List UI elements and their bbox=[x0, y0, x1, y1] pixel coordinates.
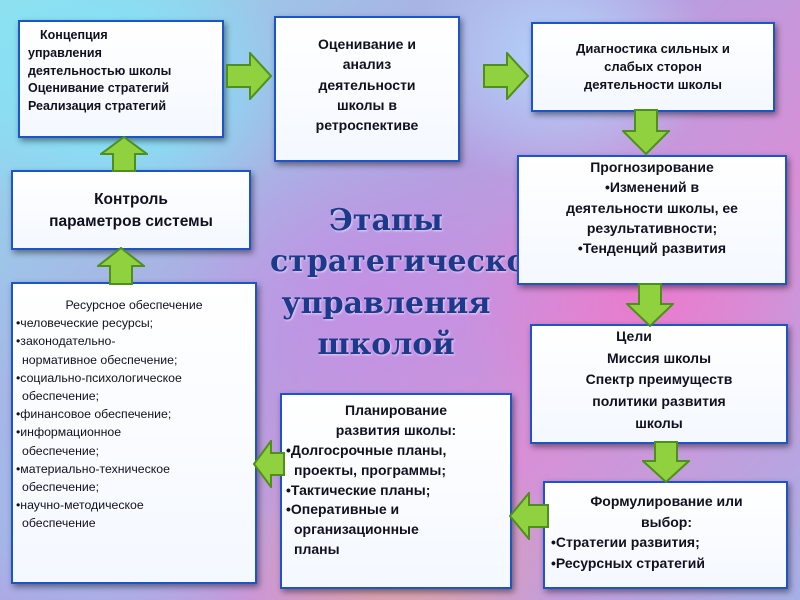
box-resources-line: •социально-психологическое bbox=[16, 370, 182, 385]
arrow-right-icon bbox=[226, 52, 272, 100]
diagram-title: Этапы стратегического управления школой bbox=[270, 203, 565, 363]
box-formulation-line: •Стратегии развития; bbox=[551, 534, 700, 551]
box-planning-line: планы bbox=[294, 541, 340, 558]
box-planning-line: •Оперативные и bbox=[286, 501, 400, 518]
box-concept-line: Реализация стратегий bbox=[28, 99, 167, 113]
arrow-down-icon bbox=[642, 441, 690, 483]
box-planning-line: организационные bbox=[294, 521, 419, 538]
box-control-line: Контроль bbox=[94, 191, 168, 208]
arrow-left-icon bbox=[509, 492, 549, 540]
arrow-left-icon bbox=[253, 440, 285, 488]
arrow-up-icon bbox=[97, 247, 145, 285]
box-diagnostics-line: Диагностика сильных и bbox=[576, 41, 730, 56]
box-concept-line: Концепция bbox=[40, 28, 108, 42]
box-planning-line: проекты, программы; bbox=[294, 461, 447, 478]
box-diagnostics-line: деятельности школы bbox=[584, 77, 722, 93]
box-goals-line: Миссия школы bbox=[606, 349, 712, 366]
box-resources-line: обеспечение; bbox=[22, 443, 99, 458]
box-resources-line: Ресурсное обеспечение bbox=[65, 298, 203, 312]
box-forecasting-line: результативности; bbox=[586, 219, 718, 236]
box-goals-line: Цели bbox=[616, 328, 652, 344]
box-assessment-line: деятельности bbox=[318, 76, 416, 93]
box-concept: Концепция управления деятельностью школы… bbox=[18, 20, 224, 138]
box-formulation: Формулирование или выбор: •Стратегии раз… bbox=[543, 481, 788, 589]
box-resources-line: нормативное обеспечение; bbox=[22, 352, 178, 367]
box-planning-line: •Тактические планы; bbox=[286, 481, 431, 498]
box-forecasting-line: •Изменений в bbox=[604, 179, 700, 196]
box-planning: Планирование развития школы: •Долгосрочн… bbox=[280, 393, 512, 589]
box-resources-line: •информационное bbox=[16, 425, 122, 440]
box-planning-line: Планирование bbox=[345, 402, 447, 418]
box-assessment-line: ретроспективе bbox=[315, 117, 419, 134]
box-goals-line: политики развития bbox=[592, 393, 726, 410]
box-resources-line: обеспечение; bbox=[22, 388, 99, 403]
arrow-down-icon bbox=[622, 109, 670, 155]
box-control-line: параметров системы bbox=[49, 213, 213, 231]
box-resources-line: •научно-методическое bbox=[16, 498, 144, 513]
box-resources: Ресурсное обеспечение •человеческие ресу… bbox=[11, 282, 257, 584]
box-forecasting-line: деятельности школы, ее bbox=[566, 199, 738, 216]
arrow-right-icon bbox=[483, 52, 529, 100]
box-assessment: Оценивание и анализ деятельности школы в… bbox=[274, 16, 460, 162]
box-control: Контроль параметров системы bbox=[11, 170, 251, 250]
box-resources-line: •материально-техническое bbox=[16, 461, 170, 476]
box-goals-line: Спектр преимуществ bbox=[585, 371, 733, 388]
arrow-down-icon bbox=[626, 283, 674, 327]
box-resources-line: обеспечение; bbox=[22, 479, 99, 494]
box-resources-line: •законодательно- bbox=[16, 334, 116, 349]
box-forecasting-line: •Тенденций развития bbox=[577, 240, 727, 257]
box-forecasting-line: Прогнозирование bbox=[590, 159, 714, 175]
box-goals: Цели Миссия школы Спектр преимуществ пол… bbox=[530, 324, 788, 444]
box-goals-line: школы bbox=[635, 414, 683, 431]
box-planning-line: •Долгосрочные планы, bbox=[286, 441, 447, 458]
arrow-up-icon bbox=[100, 136, 148, 172]
box-diagnostics: Диагностика сильных и слабых сторон деят… bbox=[531, 22, 775, 112]
box-assessment-line: школы в bbox=[336, 96, 398, 113]
box-resources-line: обеспечение bbox=[22, 516, 96, 531]
box-assessment-line: Оценивание и bbox=[318, 36, 416, 52]
box-formulation-line: Формулирование или bbox=[590, 493, 743, 509]
box-formulation-line: •Ресурсных стратегий bbox=[551, 555, 705, 572]
box-concept-line: деятельностью школы bbox=[28, 63, 172, 78]
box-assessment-line: анализ bbox=[342, 56, 392, 73]
box-resources-line: •человеческие ресурсы; bbox=[16, 316, 154, 331]
box-concept-line: управления bbox=[28, 45, 102, 60]
box-forecasting: Прогнозирование •Изменений в деятельност… bbox=[517, 155, 787, 285]
box-planning-line: развития школы: bbox=[335, 421, 457, 438]
box-diagnostics-line: слабых сторон bbox=[604, 59, 702, 75]
box-resources-line: •финансовое обеспечение; bbox=[16, 407, 172, 422]
box-concept-line: Оценивание стратегий bbox=[28, 81, 170, 96]
box-formulation-line: выбор: bbox=[641, 513, 692, 530]
